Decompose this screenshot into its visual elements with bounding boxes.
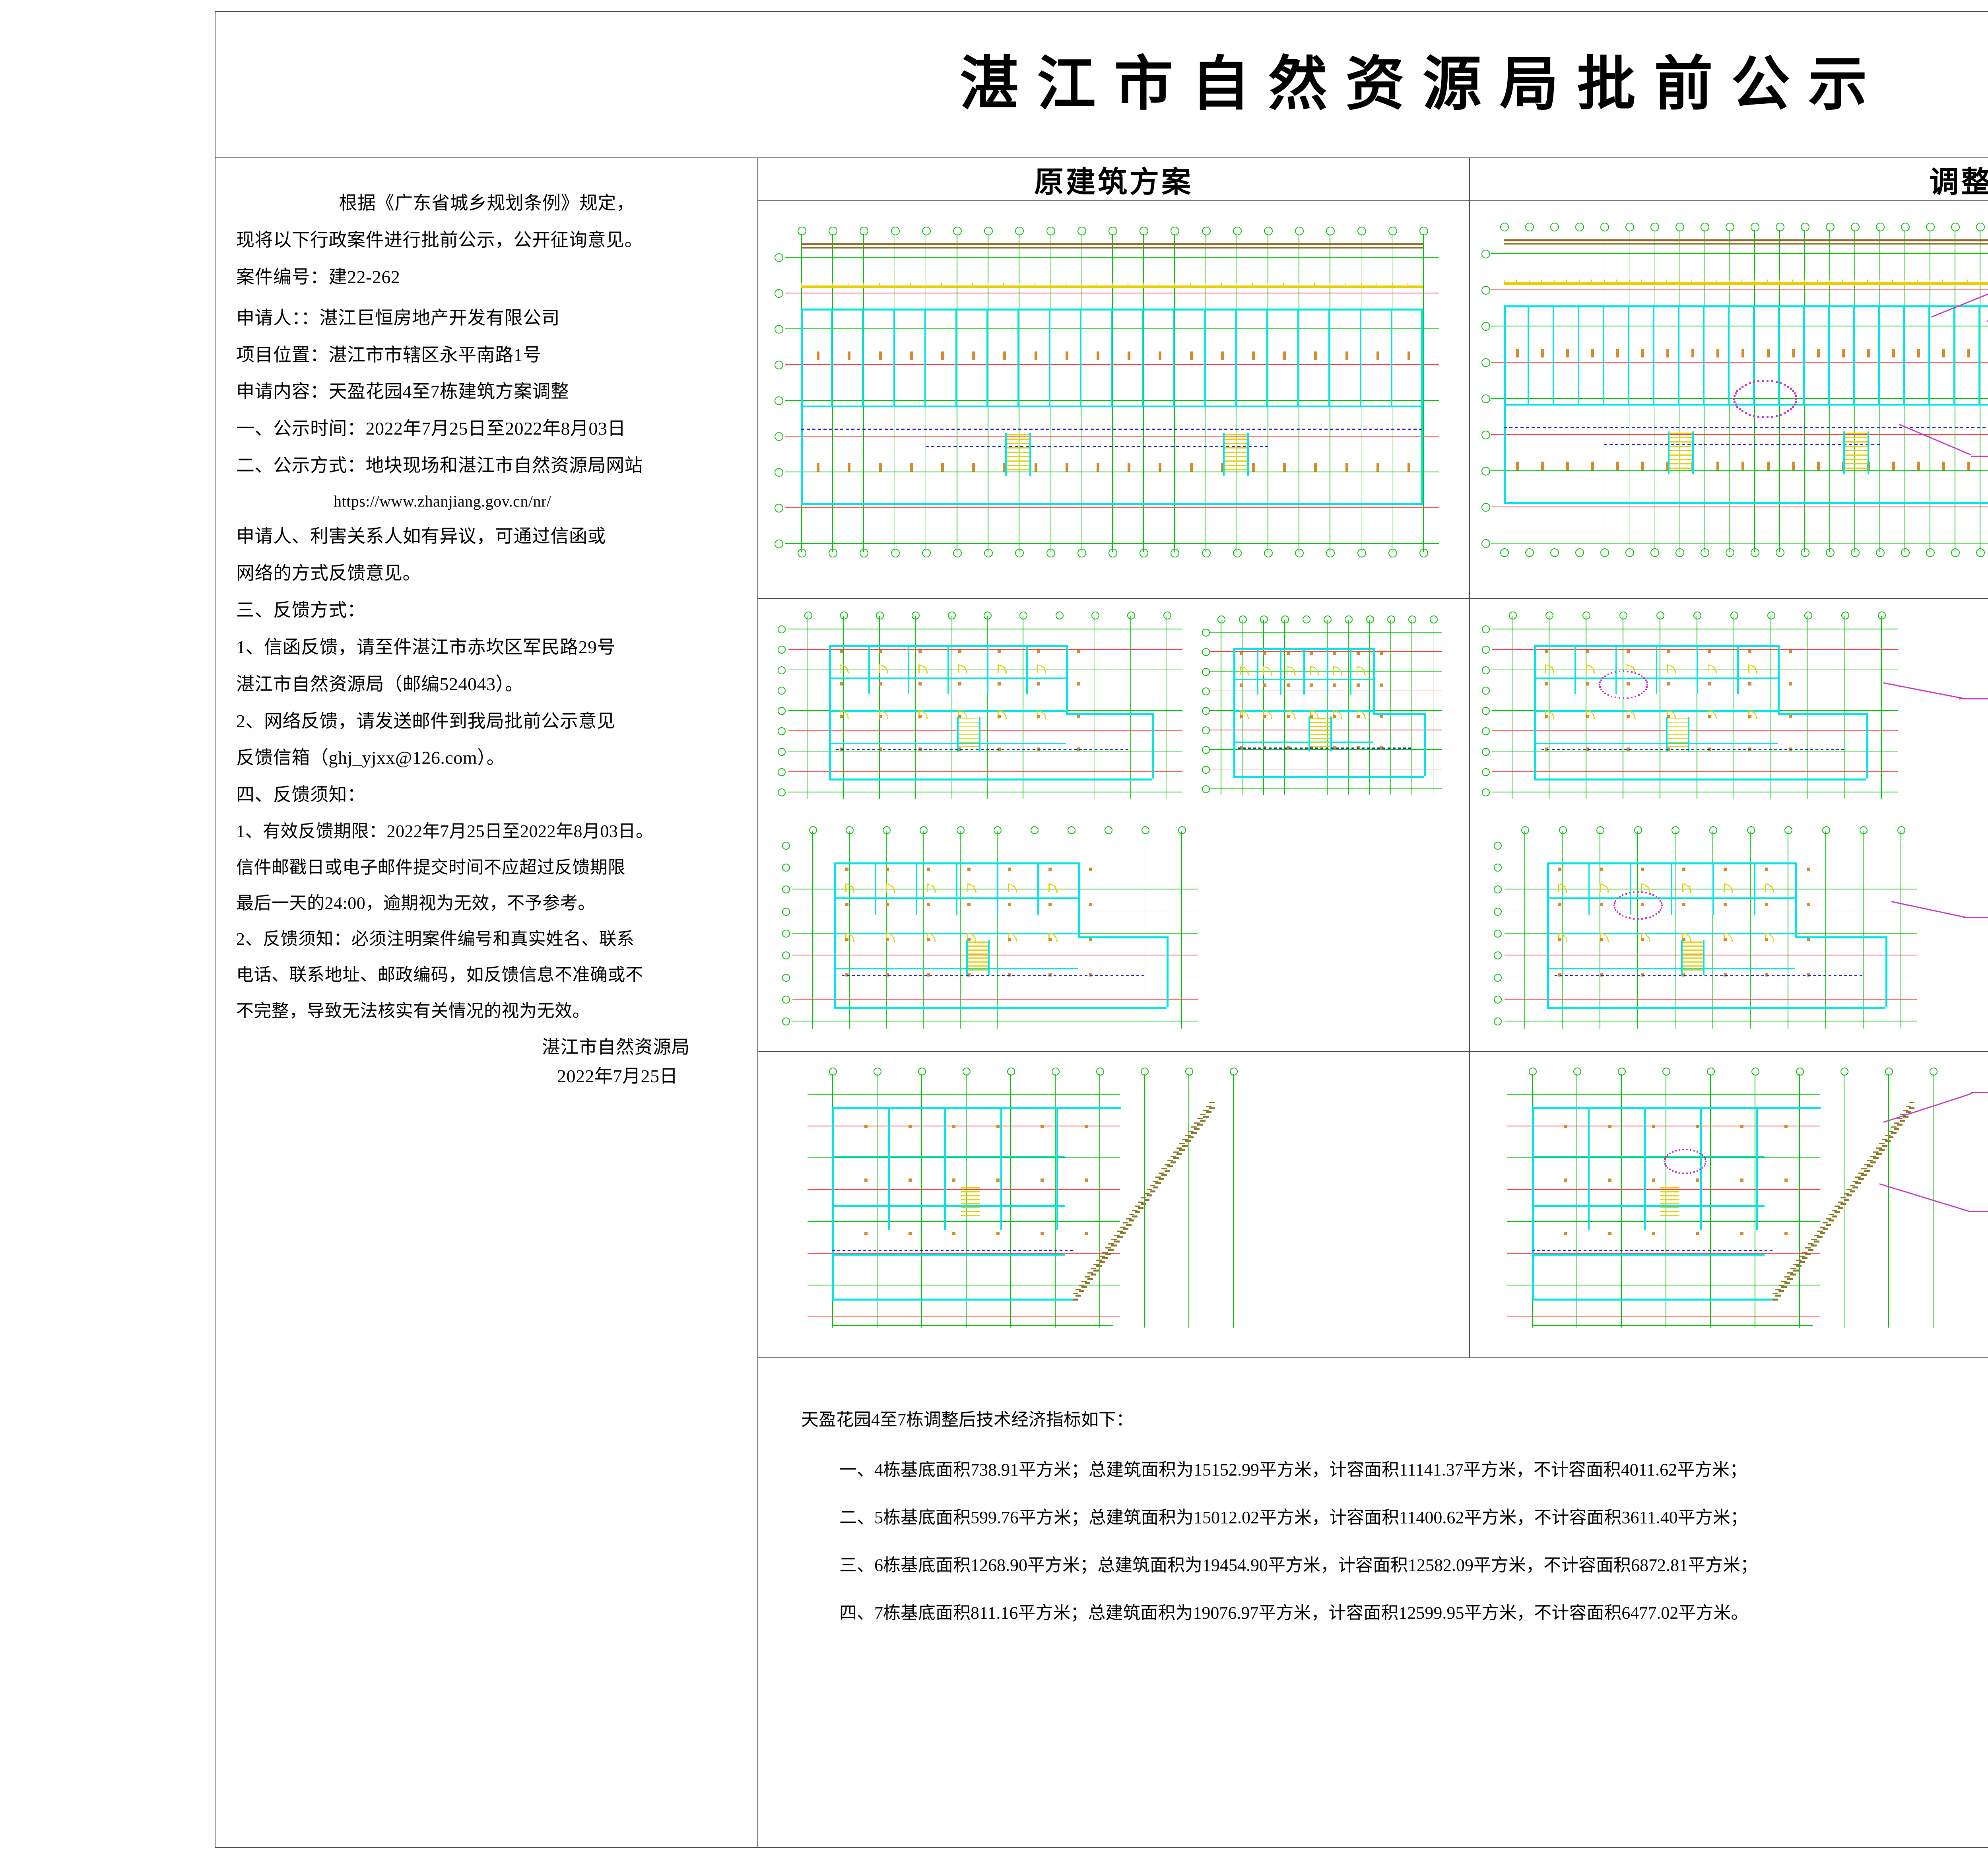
callout-leader-6a bbox=[1969, 1211, 1988, 1212]
drawing-original-row1[interactable] bbox=[758, 201, 1470, 598]
sheet-title-band: 湛江市自然资源局批前公示 bbox=[215, 12, 1988, 158]
callout-leader-1a bbox=[1987, 320, 1988, 322]
notice-website-url[interactable]: https://www.zhanjiang.gov.cn/nr/ bbox=[334, 492, 551, 510]
indicator-item-3: 三、6栋基底面积1268.90平方米；总建筑面积为19454.90平方米，计容面… bbox=[839, 1555, 1758, 1575]
callout-leader-3a bbox=[1959, 698, 1988, 699]
notice-objection-line2: 网络的方式反馈意见。 bbox=[236, 563, 421, 584]
drawing-adjusted-row2[interactable]: 1、根据地下室设备用房的送排井 出地面，计容面积多出设计要求， 调整二层商铺范围… bbox=[1470, 599, 1988, 1051]
drawing-adjusted-row3[interactable]: 1、调整内部分户隔墙 2、根据地下室设备用房的送排风井 出地面，商铺内部调整。 bbox=[1470, 1052, 1988, 1357]
callout-leader-4a bbox=[1963, 917, 1988, 918]
page-title: 湛江市自然资源局批前公示 bbox=[960, 52, 1885, 117]
notice-application-content: 申请内容：天盈花园4至7栋建筑方案调整 bbox=[236, 381, 569, 402]
scheme-header-row: 原建筑方案 调整后建筑方案 bbox=[758, 158, 1988, 201]
notice-section-2: 二、公示方式：地块现场和湛江市自然资源局网站 bbox=[236, 455, 643, 476]
sheet-body: 根据《广东省城乡规划条例》规定， 现将以下行政案件进行批前公示，公开征询意见。 … bbox=[215, 158, 1988, 1848]
notice-section-4: 四、反馈须知： bbox=[236, 784, 366, 805]
notice-item1-line2: 信件邮戳日或电子邮件提交时间不应超过反馈期限 bbox=[236, 857, 625, 877]
notice-feedback1-line2: 湛江市自然资源局（邮编524043）。 bbox=[236, 674, 524, 694]
drawing-row-3: 1、调整内部分户隔墙 2、根据地下室设备用房的送排风井 出地面，商铺内部调整。 bbox=[758, 1052, 1988, 1358]
drawings-column: 原建筑方案 调整后建筑方案 1、根据地下室设备用房的送排井 出地 bbox=[758, 158, 1988, 1848]
notice-column: 根据《广东省城乡规划条例》规定， 现将以下行政案件进行批前公示，公开征询意见。 … bbox=[215, 158, 758, 1848]
notice-section-3: 三、反馈方式： bbox=[236, 600, 366, 620]
notice-project-location: 项目位置：湛江市市辖区永平南路1号 bbox=[236, 344, 542, 365]
signature-date: 2022年7月25日 bbox=[557, 1066, 678, 1086]
drawing-original-row3[interactable] bbox=[758, 1052, 1470, 1357]
indicators-lead: 天盈花园4至7栋调整后技术经济指标如下： bbox=[801, 1410, 1134, 1429]
notice-item1-line3: 最后一天的24:00，逾期视为无效，不予参考。 bbox=[236, 893, 596, 913]
notice-objection-line1: 申请人、利害关系人如有异议，可通过信函或 bbox=[236, 526, 606, 547]
drawing-grid: 1、根据地下室设备用房的送排井 出地面，商铺内部调整。 2、由于首层送风井增加，… bbox=[758, 201, 1988, 1358]
indicator-item-1: 一、4栋基底面积738.91平方米；总建筑面积为15152.99平方米，计容面积… bbox=[839, 1460, 1747, 1479]
notice-case-number: 案件编号：建22-262 bbox=[236, 266, 400, 287]
callout-leader-2a bbox=[1971, 456, 1988, 457]
drawing-row-2: 1、根据地下室设备用房的送排井 出地面，计容面积多出设计要求， 调整二层商铺范围… bbox=[758, 599, 1988, 1052]
notice-section-1: 一、公示时间：2022年7月25日至2022年8月03日 bbox=[236, 418, 626, 439]
indicator-item-4: 四、7栋基底面积811.16平方米；总建筑面积为19076.97平方米，计容面积… bbox=[839, 1603, 1749, 1623]
technical-indicators-block: 天盈花园4至7栋调整后技术经济指标如下： 一、4栋基底面积738.91平方米；总… bbox=[758, 1358, 1988, 1848]
notice-applicant: 申请人：：湛江巨恒房地产开发有限公司 bbox=[236, 307, 560, 328]
publicity-sheet: 湛江市自然资源局批前公示 根据《广东省城乡规划条例》规定， 现将以下行政案件进行… bbox=[215, 11, 1988, 1848]
notice-text-block: 根据《广东省城乡规划条例》规定， 现将以下行政案件进行批前公示，公开征询意见。 … bbox=[215, 158, 757, 1848]
notice-feedback1-line1: 1、信函反馈，请至件湛江市赤坎区军民路29号 bbox=[236, 637, 615, 657]
scheme-adjusted-header: 调整后建筑方案 bbox=[1929, 166, 1988, 199]
drawing-adjusted-row1[interactable]: 1、根据地下室设备用房的送排井 出地面，商铺内部调整。 2、由于首层送风井增加，… bbox=[1470, 201, 1988, 598]
notice-intro-line1: 根据《广东省城乡规划条例》规定， bbox=[339, 193, 635, 213]
notice-item2-line3: 不完整，导致无法核实有关情况的视为无效。 bbox=[236, 1001, 590, 1021]
drawing-row-1: 1、根据地下室设备用房的送排井 出地面，商铺内部调整。 2、由于首层送风井增加，… bbox=[758, 201, 1988, 599]
notice-intro-line2: 现将以下行政案件进行批前公示，公开征询意见。 bbox=[236, 229, 643, 250]
notice-item2-line1: 2、反馈须知：必须注明案件编号和真实姓名、联系 bbox=[236, 929, 635, 949]
indicator-item-2: 二、5栋基底面积599.76平方米；总建筑面积为15012.02平方米，计容面积… bbox=[839, 1508, 1748, 1527]
notice-item1-line1: 1、有效反馈期限：2022年7月25日至2022年8月03日。 bbox=[236, 821, 654, 841]
scheme-original-header: 原建筑方案 bbox=[758, 158, 1470, 200]
notice-feedback2-line2: 反馈信箱（ghj_yjxx@126.com）。 bbox=[236, 747, 505, 768]
signature-organization: 湛江市自然资源局 bbox=[542, 1037, 690, 1058]
notice-item2-line2: 电话、联系地址、邮政编码，如反馈信息不准确或不 bbox=[236, 965, 643, 985]
notice-feedback2-line1: 2、网络反馈，请发送邮件到我局批前公示意见 bbox=[236, 711, 615, 731]
drawing-original-row2[interactable] bbox=[758, 599, 1470, 1051]
callout-leader-5a bbox=[1971, 1092, 1988, 1093]
